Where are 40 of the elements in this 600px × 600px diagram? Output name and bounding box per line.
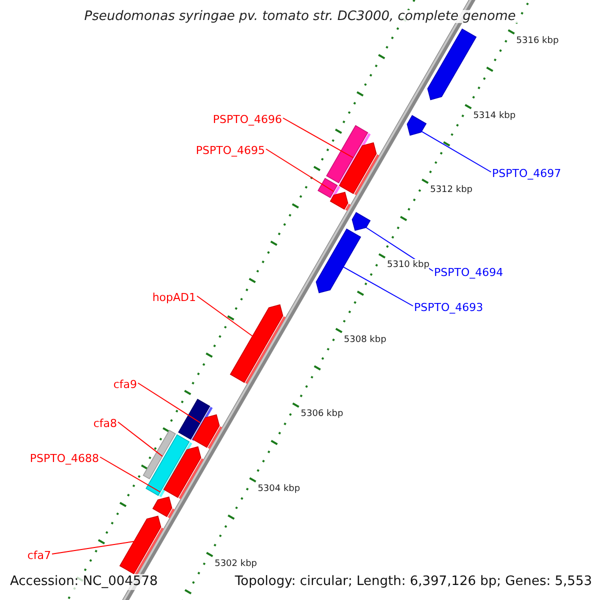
gene-feature (163, 446, 204, 500)
gene-feature (338, 142, 380, 196)
scale-label: 5304 kbp (258, 482, 300, 496)
gene-label: cfa8 (93, 417, 117, 430)
scale-label: 5310 kbp (387, 258, 430, 272)
gene-label: PSPTO_4688 (30, 452, 99, 465)
gene-feature (427, 28, 477, 100)
scale-label: 5302 kbp (214, 558, 257, 570)
leader-line (421, 130, 492, 172)
gene-label: PSPTO_4695 (196, 144, 265, 157)
gene-label: cfa9 (113, 378, 137, 391)
gene-feature (230, 304, 286, 384)
gene-feature (406, 115, 427, 136)
scale-label: 5308 kbp (344, 334, 386, 346)
gene-block (146, 434, 192, 498)
gene-feature (152, 496, 175, 518)
gene-label: PSPTO_4697 (492, 167, 562, 180)
gene-label: PSPTO_4696 (212, 113, 282, 126)
leader-line (100, 456, 161, 492)
scale-label: 5316 kbp (516, 34, 559, 48)
gene-block (178, 398, 213, 441)
leader-line (118, 422, 163, 457)
gene-label: hopAD1 (152, 291, 196, 304)
gene-block (318, 178, 340, 200)
gene-feature (330, 192, 351, 211)
gene-feature (316, 228, 362, 294)
gene-label: PSPTO_4693 (414, 301, 484, 314)
gene-feature (352, 212, 371, 231)
leader-line (342, 266, 414, 306)
gene-block (326, 125, 371, 185)
gene-feature (119, 516, 164, 576)
leader-line (282, 118, 354, 158)
leader-line (196, 296, 266, 346)
gene-label: PSPTO_4694 (434, 266, 504, 279)
gene-label: cfa7 (27, 549, 51, 562)
gene-feature (192, 414, 222, 450)
scale-label: 5314 kbp (473, 110, 516, 123)
leader-line (52, 538, 155, 554)
genome-info-text: Topology: circular; Length: 6,397,126 bp; Genes: 5,553 (234, 574, 592, 590)
leader-line (138, 382, 201, 424)
